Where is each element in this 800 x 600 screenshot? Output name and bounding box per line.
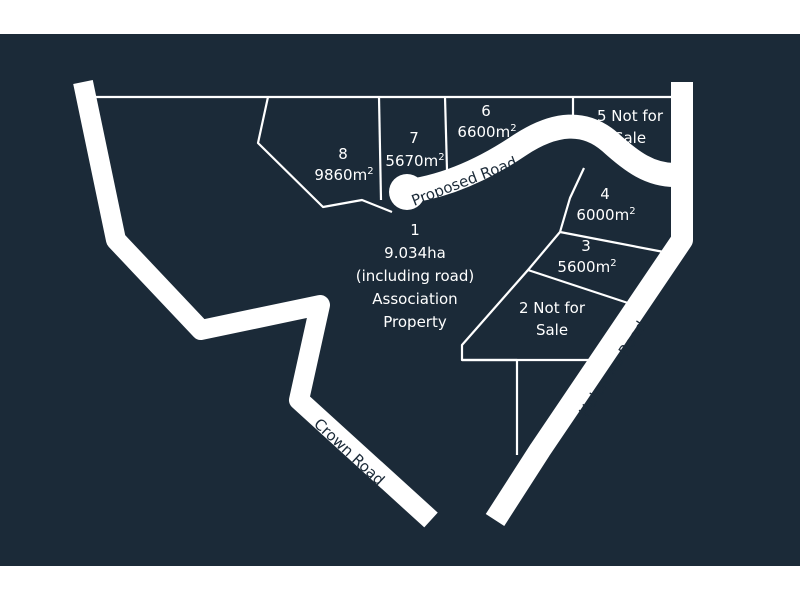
halcrows-road-line xyxy=(485,82,693,526)
lot4-lot3-boundary xyxy=(559,230,670,255)
lot3-number: 3 xyxy=(581,237,591,255)
lot3-lot2-boundary xyxy=(527,268,635,307)
lot2-line1: 2 Not for xyxy=(519,299,586,317)
lot1-property: Property xyxy=(383,313,447,331)
map-svg: Proposed Road Crown Road Halcrows Road 8… xyxy=(0,34,800,566)
lot7-boundary-east xyxy=(443,96,449,171)
lot1-area: 9.034ha xyxy=(384,244,446,262)
lot6-number: 6 xyxy=(481,102,491,120)
lot2-line2: Sale xyxy=(536,321,568,339)
lot4-area: 6000m2 xyxy=(576,206,635,224)
lot3-area: 5600m2 xyxy=(557,258,616,276)
map-background xyxy=(0,34,800,566)
lot5-line1: 5 Not for xyxy=(597,107,664,125)
subdivision-map: Proposed Road Crown Road Halcrows Road 8… xyxy=(0,34,800,566)
lot8-area: 9860m2 xyxy=(314,166,373,184)
lot7-area: 5670m2 xyxy=(385,152,444,170)
lot4-number: 4 xyxy=(600,185,610,203)
lot8-boundary xyxy=(256,96,393,214)
lot1-association: Association xyxy=(372,290,457,308)
lot6-area: 6600m2 xyxy=(457,123,516,141)
cul-de-sac xyxy=(389,174,425,210)
lot7-boundary-west xyxy=(377,96,383,201)
lot5-line2: Sale xyxy=(614,129,646,147)
proposed-road-line xyxy=(400,114,676,204)
lot8-number: 8 xyxy=(338,145,348,163)
crown-road-line xyxy=(73,79,438,528)
lot1-number: 1 xyxy=(410,221,420,239)
lot1-note: (including road) xyxy=(356,267,475,285)
lot7-number: 7 xyxy=(409,129,419,147)
